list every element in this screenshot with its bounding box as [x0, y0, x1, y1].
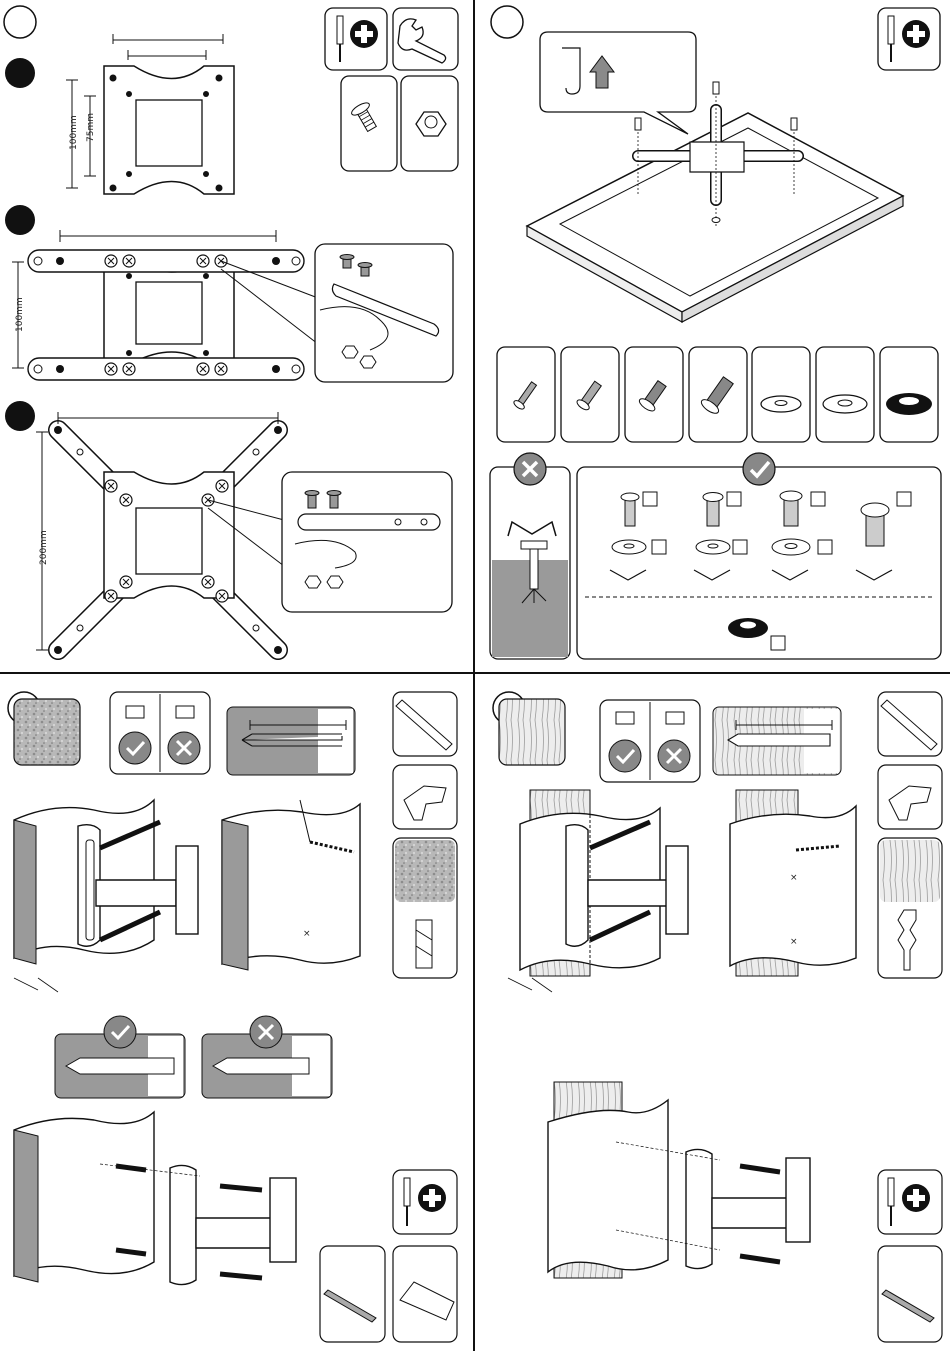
- wall-plug-check-panels: [55, 1016, 332, 1098]
- wall-mount-assembly-bl: [14, 1112, 296, 1285]
- svg-text:×: ×: [790, 937, 798, 947]
- tools-column-bl: [393, 692, 457, 978]
- wood-texture-icon: [499, 699, 565, 765]
- screw-length-wrong-panel: [490, 453, 570, 659]
- step-circle-top-right: [491, 6, 523, 38]
- tools-bottom-bl: [320, 1170, 457, 1342]
- screw-length-right-panel: [577, 453, 941, 659]
- tool-box-nut: [401, 76, 458, 171]
- wall-texture-icon: [395, 840, 455, 902]
- tool-box-screwdriver: [325, 8, 387, 70]
- drill-depth-callout-br: [713, 707, 841, 775]
- wood-mount-assembly: [548, 1082, 810, 1278]
- masonry-bit-icon: [416, 920, 432, 968]
- svg-text:×: ×: [790, 873, 798, 883]
- detail-callout-b: [315, 244, 453, 382]
- step-dot-b: [5, 205, 35, 235]
- mounting-plate-x-arms: [36, 412, 284, 654]
- drill-depth-callout-bl: [227, 707, 355, 775]
- wood-drilling-section: × ×: [730, 790, 856, 976]
- step-dot-c: [5, 401, 35, 431]
- dim-label-200mm: 200mm: [39, 530, 49, 565]
- phillips-plus-icon: [350, 20, 378, 48]
- wall-texture-icon: [14, 699, 80, 765]
- dim-label-100mm-a: 100mm: [69, 115, 79, 150]
- screw-kit-row: [497, 347, 938, 442]
- dim-label-100mm-b: 100mm: [15, 297, 25, 332]
- detail-callout-c: [282, 472, 452, 612]
- dim-label-75mm: 75mm: [86, 113, 96, 142]
- mounting-plate-horizontal-arms: [12, 230, 318, 380]
- wood-texture-icon: [880, 840, 940, 902]
- step-circle-top-left: [4, 6, 36, 38]
- tools-column-br: [878, 692, 942, 978]
- tool-box-screwdriver-tr: [878, 8, 940, 70]
- svg-text:×: ×: [303, 929, 311, 939]
- step-dot-a: [5, 58, 35, 88]
- hook-callout: [540, 32, 696, 134]
- tool-box-wrench: [393, 8, 458, 70]
- tool-box-screw: [341, 76, 397, 171]
- wall-drilling-bl: ×: [222, 800, 360, 970]
- wall-section-bl: [14, 800, 198, 964]
- tools-bottom-br: [878, 1170, 942, 1342]
- check-vs-wrong-bolt-box-br: [600, 700, 700, 782]
- check-vs-wrong-bolt-box: [110, 692, 210, 774]
- wood-stud-section: [520, 790, 688, 976]
